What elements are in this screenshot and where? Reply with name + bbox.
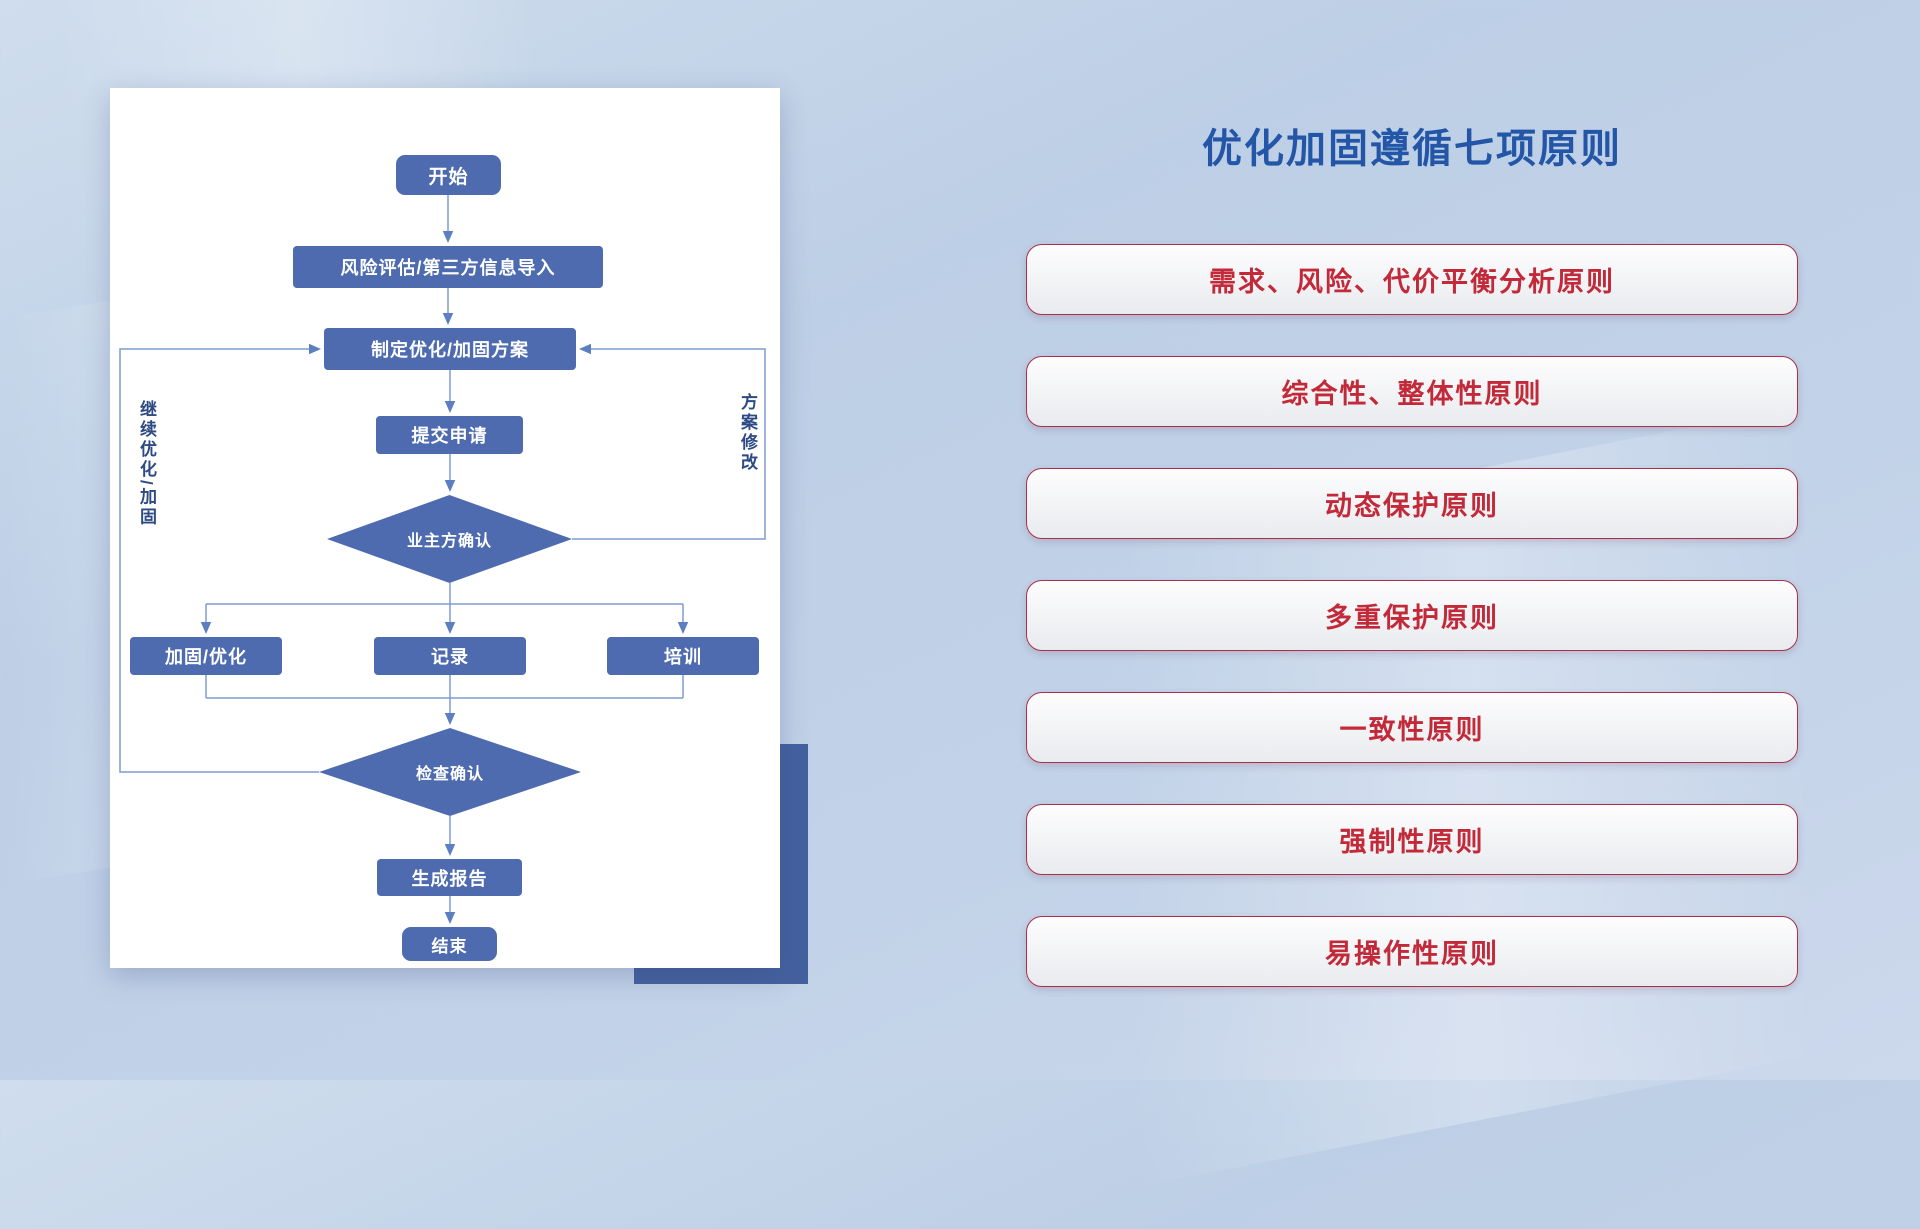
flow-node-submit-request: 提交申请 [376, 416, 523, 454]
flow-node-start: 开始 [396, 155, 501, 195]
principle-pill: 综合性、整体性原则 [1026, 356, 1798, 427]
panel-title: 优化加固遵循七项原则 [1202, 127, 1622, 171]
loop-label-plan-revision: 方案修改 [738, 393, 757, 473]
principle-pill: 一致性原则 [1026, 692, 1798, 763]
loop-label-continue-optimize: 继续优化/加固 [137, 400, 156, 528]
flow-node-generate-report: 生成报告 [377, 859, 522, 896]
flow-node-end: 结束 [402, 927, 497, 961]
flow-node-record: 记录 [374, 637, 526, 675]
flow-node-risk-import: 风险评估/第三方信息导入 [293, 246, 603, 288]
flowchart-card: 开始 风险评估/第三方信息导入 制定优化/加固方案 提交申请 业主方确认 加固/… [110, 88, 780, 968]
principle-pill: 多重保护原则 [1026, 580, 1798, 651]
principle-pill: 强制性原则 [1026, 804, 1798, 875]
principles-list: 需求、风险、代价平衡分析原则 综合性、整体性原则 动态保护原则 多重保护原则 一… [1026, 244, 1798, 987]
flow-node-reinforce-optimize: 加固/优化 [130, 637, 282, 675]
principle-pill: 易操作性原则 [1026, 916, 1798, 987]
flow-node-training: 培训 [607, 637, 759, 675]
principle-pill: 需求、风险、代价平衡分析原则 [1026, 244, 1798, 315]
flowchart-connectors [119, 195, 766, 924]
flow-node-make-plan: 制定优化/加固方案 [324, 328, 576, 370]
principle-pill: 动态保护原则 [1026, 468, 1798, 539]
